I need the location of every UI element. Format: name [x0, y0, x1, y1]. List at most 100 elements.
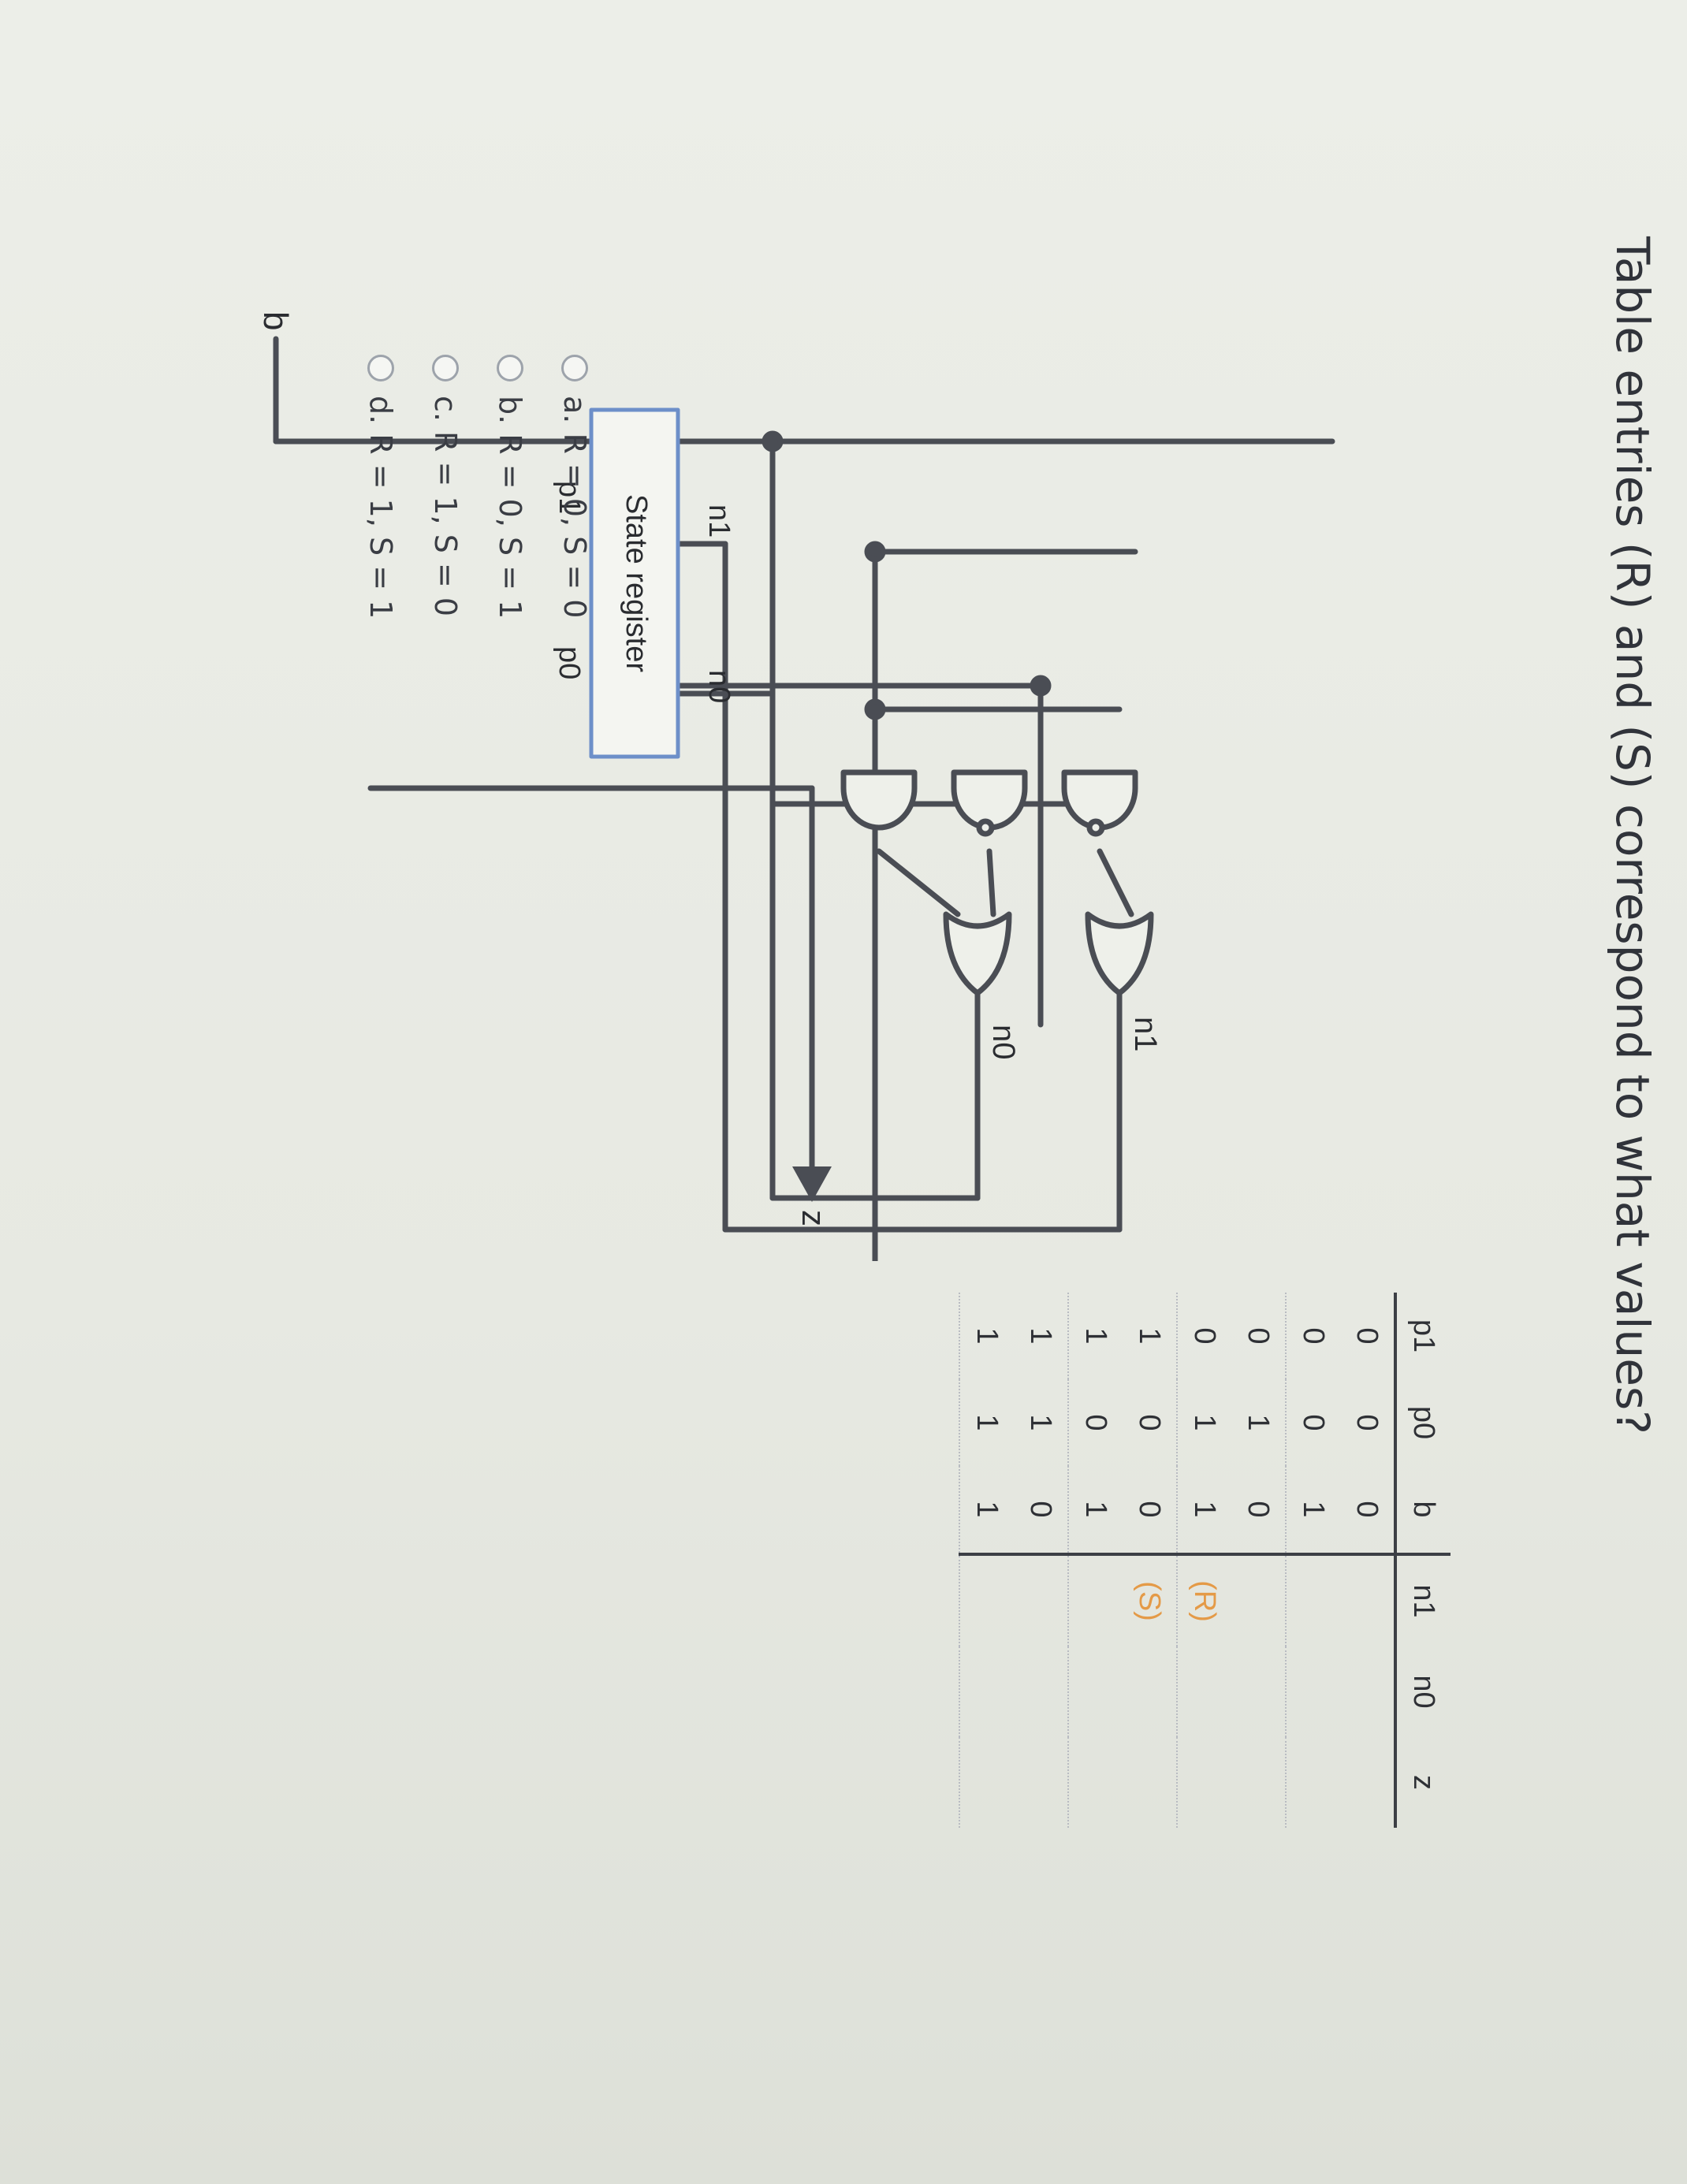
n0-output-label: n0 — [986, 1025, 1021, 1060]
and-gate-2 — [951, 769, 1028, 831]
radio-c[interactable] — [432, 355, 459, 381]
table-cell: 1 — [1133, 1327, 1167, 1345]
state-register — [589, 407, 680, 759]
table-cell: 0 — [1123, 1466, 1177, 1554]
input-b-label: b — [256, 311, 295, 330]
table-cell — [1231, 1554, 1286, 1646]
header-p0: p0 — [1395, 1379, 1451, 1466]
or-gate-n0 — [943, 911, 1012, 996]
header-p1: p1 — [1395, 1293, 1451, 1379]
table-cell — [1068, 1737, 1123, 1828]
table-cell: 0 — [1133, 1414, 1167, 1431]
table-cell: 0 — [1068, 1379, 1123, 1466]
table-cell: 1 — [959, 1466, 1014, 1554]
table-row: 1 1 0 — [1014, 1293, 1068, 1828]
wire-and2-or — [986, 848, 996, 917]
table-cell — [1231, 1737, 1286, 1828]
option-b[interactable]: b. R = 0, S = 1 — [478, 355, 542, 619]
table-cell — [1286, 1554, 1340, 1646]
table-cell: 0 — [1242, 1327, 1275, 1345]
table-cell — [1068, 1646, 1123, 1737]
radio-a[interactable] — [561, 355, 588, 381]
output-z-label: z — [795, 1210, 832, 1226]
table-cell: 0 — [1014, 1466, 1068, 1554]
header-b: b — [1395, 1466, 1451, 1554]
truth-table-header: p1 p0 b n1 n0 z — [1395, 1293, 1451, 1828]
table-row: 0 0 0 — [1340, 1293, 1395, 1828]
or-gate-n1 — [1085, 911, 1154, 996]
option-d[interactable]: d. R = 1, S = 1 — [348, 355, 413, 619]
table-cell — [1068, 1554, 1123, 1646]
junction-p1-b — [864, 698, 886, 720]
table-cell: 0 — [1286, 1293, 1340, 1379]
n1-output-label: n1 — [1128, 1017, 1163, 1052]
table-cell: 0 — [1350, 1414, 1384, 1431]
table-cell: 0 — [1177, 1293, 1231, 1379]
table-cell: 1 — [1024, 1327, 1058, 1345]
header-n1: n1 — [1395, 1554, 1451, 1646]
option-a[interactable]: a. R = 0, S = 0 — [542, 355, 607, 619]
radio-d[interactable] — [367, 355, 394, 381]
table-cell: 0 — [1231, 1466, 1286, 1554]
table-cell — [1231, 1646, 1286, 1737]
table-cell: 0 — [1340, 1466, 1395, 1554]
register-input-n0: n0 — [702, 670, 736, 703]
table-cell — [1286, 1646, 1340, 1737]
inverter-bubble-1 — [1086, 818, 1105, 837]
table-row: 0 1 0 — [1231, 1293, 1286, 1828]
header-z: z — [1395, 1737, 1451, 1828]
table-cell — [1177, 1646, 1231, 1737]
table-cell — [959, 1646, 1014, 1737]
table-cell: 1 — [1068, 1466, 1123, 1554]
table-cell: 1 — [1177, 1466, 1231, 1554]
option-d-label: d. R = 1, S = 1 — [363, 396, 398, 619]
circuit-diagram: b z n1 — [256, 311, 1335, 1261]
state-register-label: State register — [620, 494, 653, 672]
table-cell: 1 — [1242, 1414, 1275, 1431]
table-cell — [1340, 1554, 1395, 1646]
wire-and3-or — [876, 848, 961, 917]
table-cell — [959, 1737, 1014, 1828]
arrow-z — [792, 1166, 832, 1202]
table-cell: 0 — [1350, 1327, 1384, 1345]
option-c[interactable]: c. R = 1, S = 0 — [413, 355, 478, 619]
table-row: 1 0 0 (S) — [1123, 1293, 1177, 1828]
table-cell — [1014, 1554, 1068, 1646]
junction-p1 — [864, 541, 886, 563]
table-cell — [1014, 1646, 1068, 1737]
table-cell — [1014, 1737, 1068, 1828]
option-c-label: c. R = 1, S = 0 — [428, 396, 463, 617]
table-cell: 1 — [959, 1293, 1014, 1379]
option-a-label: a. R = 0, S = 0 — [557, 396, 592, 619]
table-cell — [1177, 1737, 1231, 1828]
table-cell: (S) — [1133, 1581, 1167, 1621]
and-gate-3 — [840, 769, 918, 831]
table-cell: 1 — [1177, 1379, 1231, 1466]
table-cell — [1123, 1737, 1177, 1828]
table-cell — [1340, 1646, 1395, 1737]
register-input-n1: n1 — [702, 504, 736, 538]
junction-p0 — [1030, 675, 1052, 697]
table-cell: 1 — [1024, 1414, 1058, 1431]
table-cell — [1123, 1646, 1177, 1737]
table-cell: (R) — [1177, 1554, 1231, 1646]
answer-options: a. R = 0, S = 0 b. R = 0, S = 1 c. R = 1… — [348, 355, 607, 619]
table-cell — [1286, 1737, 1340, 1828]
table-cell: 1 — [1068, 1293, 1123, 1379]
table-cell: 0 — [1286, 1379, 1340, 1466]
wire-and1-or — [1097, 848, 1134, 917]
inverter-bubble-2 — [976, 818, 995, 837]
option-b-label: b. R = 0, S = 1 — [493, 396, 527, 619]
radio-b[interactable] — [497, 355, 523, 381]
header-n0: n0 — [1395, 1646, 1451, 1737]
and-gate-1 — [1061, 769, 1138, 831]
table-cell — [1340, 1737, 1395, 1828]
register-output-p0: p0 — [553, 646, 586, 679]
table-cell: 1 — [959, 1379, 1014, 1466]
